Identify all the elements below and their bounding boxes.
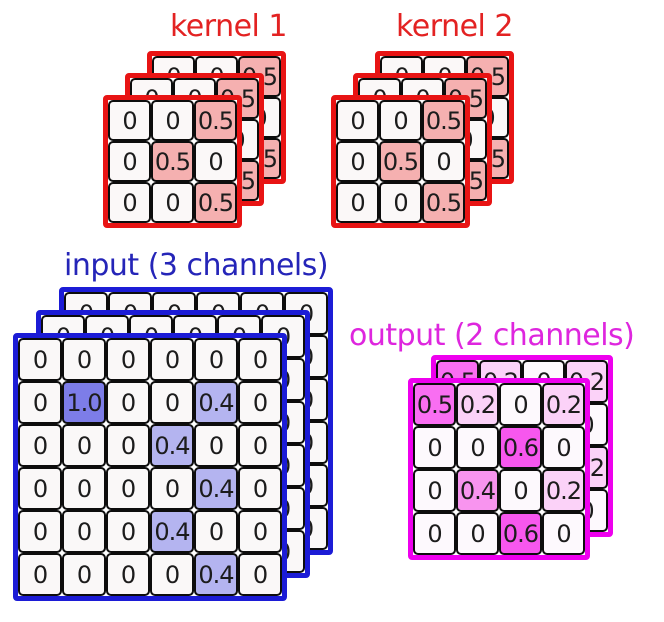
input-ch3-cell-r2c6: 0: [238, 381, 282, 424]
output-ch2-cell-r3c2: 0.4: [456, 469, 499, 512]
output-ch2-cell-r3c4: 0.2: [542, 469, 585, 512]
input-ch3-cell-r3c1: 0: [18, 424, 62, 467]
input-ch3-cell-r3c3: 0: [106, 424, 150, 467]
kernel1-ch3-cell-r1c1: 0: [108, 100, 151, 141]
kernel2-stack: 000.500.50000.5000.500.50000.5000.500.50…: [331, 51, 559, 273]
kernel1-ch3-cell-r2c1: 0: [108, 141, 151, 182]
input-ch3-cell-r3c2: 0: [62, 424, 106, 467]
input-ch3-cell-r2c4: 0: [150, 381, 194, 424]
input-ch3-cell-r6c3: 0: [106, 553, 150, 596]
input-ch3-cell-r2c1: 0: [18, 381, 62, 424]
output-ch2-cell-r4c1: 0: [413, 512, 456, 555]
kernel1-title: kernel 1: [170, 9, 288, 44]
kernel1-ch3-cell-r1c2: 0: [151, 100, 194, 141]
input-ch3-cell-r2c3: 0: [106, 381, 150, 424]
kernel2-ch3-cell-r1c2: 0: [379, 100, 422, 141]
input-ch3-cell-r6c6: 0: [238, 553, 282, 596]
input-ch3-cell-r4c2: 0: [62, 467, 106, 510]
output-ch2-cell-r4c4: 0: [542, 512, 585, 555]
input-ch3-cell-r5c1: 0: [18, 510, 62, 553]
output-ch2-cell-r4c2: 0: [456, 512, 499, 555]
input-ch3-cell-r5c5: 0: [194, 510, 238, 553]
kernel2-ch3-cell-r2c1: 0: [336, 141, 379, 182]
kernel1-ch3-cell-r2c3: 0: [194, 141, 237, 182]
input-ch3-cell-r3c6: 0: [238, 424, 282, 467]
output-ch2-cell-r3c3: 0: [499, 469, 542, 512]
input-ch3-cell-r1c3: 0: [106, 338, 150, 381]
kernel1-ch3-cell-r3c3: 0.5: [194, 182, 237, 223]
kernel1-ch3-cell-r3c2: 0: [151, 182, 194, 223]
kernel2-ch3-cell-r1c3: 0.5: [422, 100, 465, 141]
output-ch2-cell-r4c3: 0.6: [499, 512, 542, 555]
input-ch3-cell-r4c6: 0: [238, 467, 282, 510]
kernel1-stack: 000.500.50000.5000.500.50000.5000.500.50…: [103, 51, 331, 273]
input-ch3-cell-r5c3: 0: [106, 510, 150, 553]
output-title: output (2 channels): [349, 318, 635, 353]
output-stack: 0.50.200.2000.6000.400.2000.600.50.200.2…: [408, 355, 618, 565]
input-ch3-cell-r2c2: 1.0: [62, 381, 106, 424]
input-ch3-cell-r4c3: 0: [106, 467, 150, 510]
input-ch3-cell-r1c2: 0: [62, 338, 106, 381]
input-ch3-cell-r2c5: 0.4: [194, 381, 238, 424]
input-title: input (3 channels): [64, 248, 329, 283]
output-ch2-cell-r1c2: 0.2: [456, 383, 499, 426]
output-ch2-cell-r1c4: 0.2: [542, 383, 585, 426]
input-ch3-cell-r3c4: 0.4: [150, 424, 194, 467]
input-ch3-cell-r6c5: 0.4: [194, 553, 238, 596]
kernel1-ch3-cell-r2c2: 0.5: [151, 141, 194, 182]
output-ch2-cell-r2c2: 0: [456, 426, 499, 469]
input-ch3-cell-r5c6: 0: [238, 510, 282, 553]
output-ch2-cell-r1c3: 0: [499, 383, 542, 426]
input-ch3-cell-r1c4: 0: [150, 338, 194, 381]
kernel2-ch3-cell-r2c3: 0: [422, 141, 465, 182]
kernel2-ch3-cell-r2c2: 0.5: [379, 141, 422, 182]
kernel2-ch3-cell-r3c2: 0: [379, 182, 422, 223]
input-ch3-cell-r6c2: 0: [62, 553, 106, 596]
input-ch3-cell-r4c5: 0.4: [194, 467, 238, 510]
output-ch2-cell-r1c1: 0.5: [413, 383, 456, 426]
output-ch2-cell-r2c1: 0: [413, 426, 456, 469]
input-ch3-cell-r5c2: 0: [62, 510, 106, 553]
input-ch3-cell-r1c5: 0: [194, 338, 238, 381]
input-ch3-cell-r6c4: 0: [150, 553, 194, 596]
kernel2-ch3-cell-r3c1: 0: [336, 182, 379, 223]
kernel1-ch3-cell-r1c3: 0.5: [194, 100, 237, 141]
output-ch2-cell-r3c1: 0: [413, 469, 456, 512]
output-ch2-cell-r2c4: 0: [542, 426, 585, 469]
input-ch3-cell-r5c4: 0.4: [150, 510, 194, 553]
input-ch3-cell-r3c5: 0: [194, 424, 238, 467]
kernel1-ch3-cell-r3c1: 0: [108, 182, 151, 223]
input-ch3-cell-r1c6: 0: [238, 338, 282, 381]
kernel2-ch3-cell-r1c1: 0: [336, 100, 379, 141]
output-ch2-cell-r2c3: 0.6: [499, 426, 542, 469]
input-ch3-cell-r4c4: 0: [150, 467, 194, 510]
input-ch3-cell-r4c1: 0: [18, 467, 62, 510]
kernel2-ch3-cell-r3c3: 0.5: [422, 182, 465, 223]
input-ch3-cell-r1c1: 0: [18, 338, 62, 381]
kernel2-title: kernel 2: [396, 9, 514, 44]
input-ch3-cell-r6c1: 0: [18, 553, 62, 596]
